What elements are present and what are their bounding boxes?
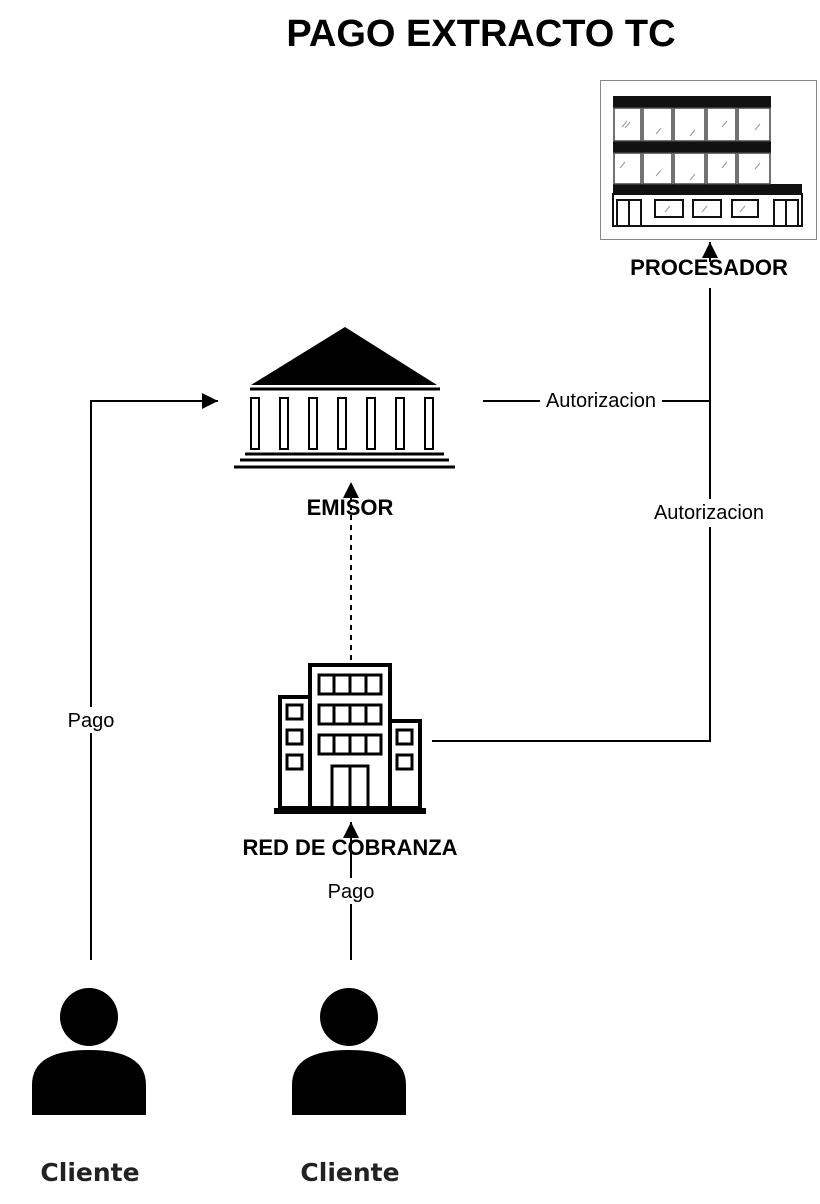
edge-emisor-to-procesador: [483, 288, 711, 402]
red-cobranza-label: RED DE COBRANZA: [242, 835, 457, 860]
edge-label-autorizacion-side: Autorizacion: [654, 502, 764, 524]
edge-label-bg: [540, 388, 662, 414]
edge-label-bg: [62, 707, 120, 733]
cliente-middle-node: Cliente: [292, 988, 406, 1187]
edge-cliente1-to-emisor: [90, 393, 218, 960]
edge-label-autorizacion-top: Autorizacion: [546, 390, 656, 412]
bank-icon: [234, 327, 455, 469]
edge-label-pago-middle: Pago: [328, 881, 375, 903]
person-icon: [32, 988, 146, 1115]
cliente-middle-label: Cliente: [300, 1158, 399, 1187]
procesador-label: PROCESADOR: [630, 255, 788, 280]
cliente-left-label: Cliente: [40, 1158, 139, 1187]
diagram-title: PAGO EXTRACTO TC: [286, 13, 675, 55]
emisor-node: EMISOR: [234, 327, 455, 520]
emisor-label: EMISOR: [307, 495, 394, 520]
edge-label-bg: [646, 499, 772, 527]
person-icon: [292, 988, 406, 1115]
edge-label-bg: [322, 878, 380, 904]
edge-red-to-procesador: [432, 288, 711, 742]
cliente-left-node: Cliente: [32, 988, 146, 1187]
building-icon: [274, 663, 426, 814]
office-building-icon: [600, 80, 817, 240]
red-cobranza-node: RED DE COBRANZA: [242, 663, 458, 860]
edge-label-pago-left: Pago: [68, 710, 115, 732]
procesador-node: PROCESADOR: [600, 80, 817, 280]
